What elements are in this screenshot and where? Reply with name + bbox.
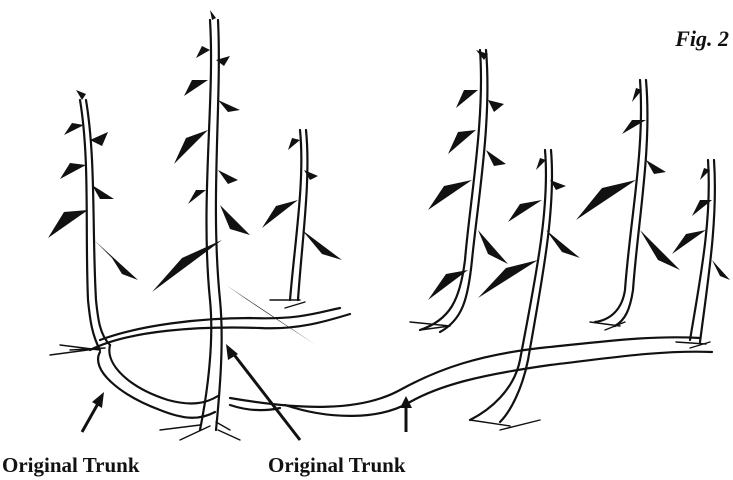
caption-left: Original Trunk [2,453,140,478]
curved-base-trunk [98,352,215,418]
tree-6 [576,80,680,330]
fallen-trunk-right-lower [285,352,712,416]
tree-3 [262,130,342,308]
caption-right: Original Trunk [268,453,406,478]
arrow-center [226,344,300,440]
tree-7 [672,160,730,348]
tree-1 [48,90,138,355]
curved-base-trunk-inner [109,345,218,403]
figure-label: Fig. 2 [675,26,729,52]
tree-5 [470,150,580,430]
fallen-trunk-right [230,337,700,407]
arrow-left [82,392,104,432]
tree-4 [410,50,508,332]
tree-2 [152,10,316,440]
